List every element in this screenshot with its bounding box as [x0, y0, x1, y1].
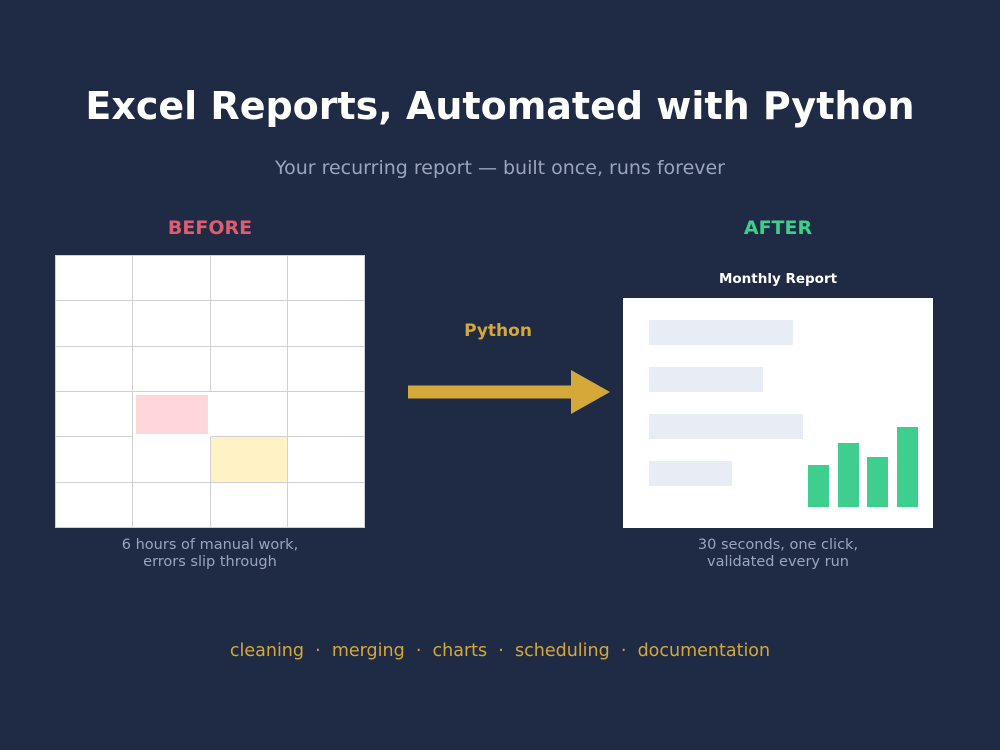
report-card — [623, 298, 933, 528]
spreadsheet-cell — [133, 437, 211, 483]
after-caption: 30 seconds, one click, validated every r… — [623, 537, 933, 571]
feature-item: documentation — [637, 641, 771, 661]
spreadsheet-cell — [133, 482, 211, 528]
page-subtitle: Your recurring report — built once, runs… — [275, 157, 725, 179]
feature-separator: · — [304, 641, 332, 661]
spreadsheet-cell — [210, 256, 288, 302]
arrow-label: Python — [464, 321, 532, 341]
spreadsheet-cell — [287, 346, 365, 392]
spreadsheet-grid — [55, 255, 365, 528]
right-arrow-icon — [408, 370, 610, 414]
before-caption: 6 hours of manual work, errors slip thro… — [55, 537, 365, 571]
spreadsheet-cell — [287, 256, 365, 302]
spreadsheet-cell — [56, 482, 134, 528]
arrow-head — [571, 370, 610, 414]
spreadsheet-cell — [133, 256, 211, 302]
report-chart-bar — [896, 427, 918, 507]
feature-item: scheduling — [515, 641, 610, 661]
warning-cell — [210, 437, 288, 483]
spreadsheet-cell — [287, 391, 365, 438]
before-caption-line: errors slip through — [143, 554, 277, 570]
feature-item: charts — [432, 641, 488, 661]
feature-separator: · — [487, 641, 515, 661]
report-chart-bar — [837, 443, 859, 507]
feature-separator: · — [404, 641, 433, 661]
spreadsheet-cell — [133, 346, 211, 392]
after-caption-line: 30 seconds, one click, — [697, 537, 859, 553]
spreadsheet-cell — [210, 346, 288, 392]
spreadsheet-cell — [287, 437, 365, 483]
error-cell — [136, 394, 208, 435]
spreadsheet-cell — [56, 391, 134, 438]
spreadsheet-cell — [56, 301, 134, 347]
feature-separator: · — [609, 641, 638, 661]
feature-item: cleaning — [229, 641, 305, 661]
spreadsheet-cell — [56, 437, 134, 483]
report-text-line — [649, 320, 793, 345]
spreadsheet-cell — [210, 301, 288, 347]
spreadsheet-cell — [287, 301, 365, 347]
report-title: Monthly Report — [718, 271, 838, 287]
spreadsheet-cell — [133, 301, 211, 347]
spreadsheet-cell — [210, 482, 288, 528]
spreadsheet-cell — [56, 346, 134, 392]
before-caption-line: 6 hours of manual work, — [121, 537, 299, 553]
report-text-line — [649, 461, 732, 486]
before-label: BEFORE — [167, 217, 253, 239]
report-text-line — [649, 367, 763, 392]
after-label: AFTER — [743, 217, 813, 239]
report-chart-bar — [808, 465, 829, 507]
after-caption-line: validated every run — [707, 554, 849, 570]
report-chart-bar — [867, 457, 888, 507]
report-text-line — [649, 414, 803, 439]
feature-list: cleaning · merging · charts · scheduling… — [0, 639, 1000, 663]
spreadsheet-cell — [56, 256, 134, 302]
feature-item: merging — [331, 641, 405, 661]
arrow-shaft — [408, 385, 573, 399]
page-title: Excel Reports, Automated with Python — [85, 84, 915, 128]
spreadsheet-cell — [210, 391, 288, 438]
spreadsheet-cell — [287, 482, 365, 528]
